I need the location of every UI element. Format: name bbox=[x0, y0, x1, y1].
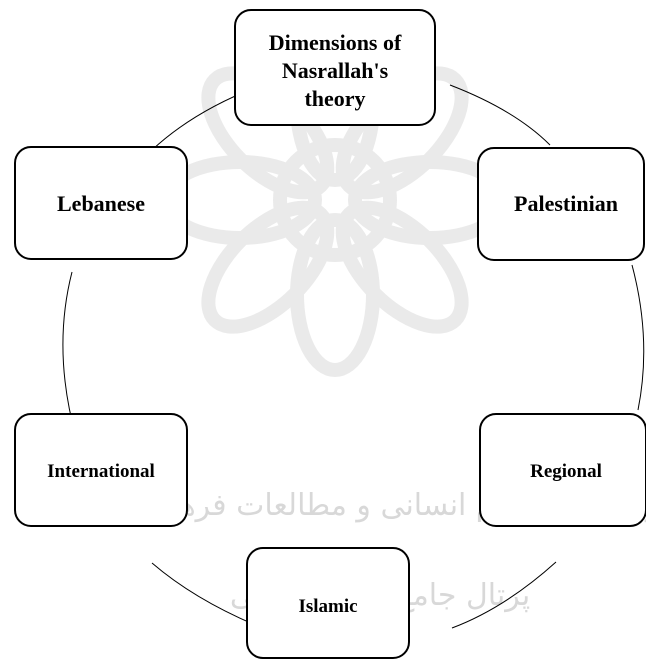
node-international: International bbox=[14, 413, 188, 527]
connector-arcs bbox=[62, 84, 645, 629]
arc-regional-islamic bbox=[451, 561, 557, 629]
node-palestinian: Palestinian bbox=[477, 147, 645, 261]
node-regional: Regional bbox=[479, 413, 646, 527]
palestinian-label: Palestinian bbox=[514, 191, 618, 216]
arc-center-palestinian bbox=[449, 84, 551, 146]
node-islamic: Islamic bbox=[246, 547, 410, 659]
node-lebanese: Lebanese bbox=[14, 146, 188, 260]
lebanese-label: Lebanese bbox=[57, 191, 145, 216]
regional-label: Regional bbox=[530, 461, 602, 482]
arc-palestinian-regional bbox=[631, 264, 645, 411]
arc-international-lebanese bbox=[62, 271, 77, 438]
node-center: Dimensions of Nasrallah's theory bbox=[234, 9, 436, 126]
arc-islamic-international bbox=[151, 562, 261, 628]
islamic-label: Islamic bbox=[298, 596, 357, 617]
center-label-line-1: Dimensions of bbox=[269, 30, 402, 55]
center-label-line-3: theory bbox=[304, 86, 365, 111]
center-label-line-2: Nasrallah's bbox=[282, 58, 389, 83]
international-label: International bbox=[47, 461, 155, 482]
